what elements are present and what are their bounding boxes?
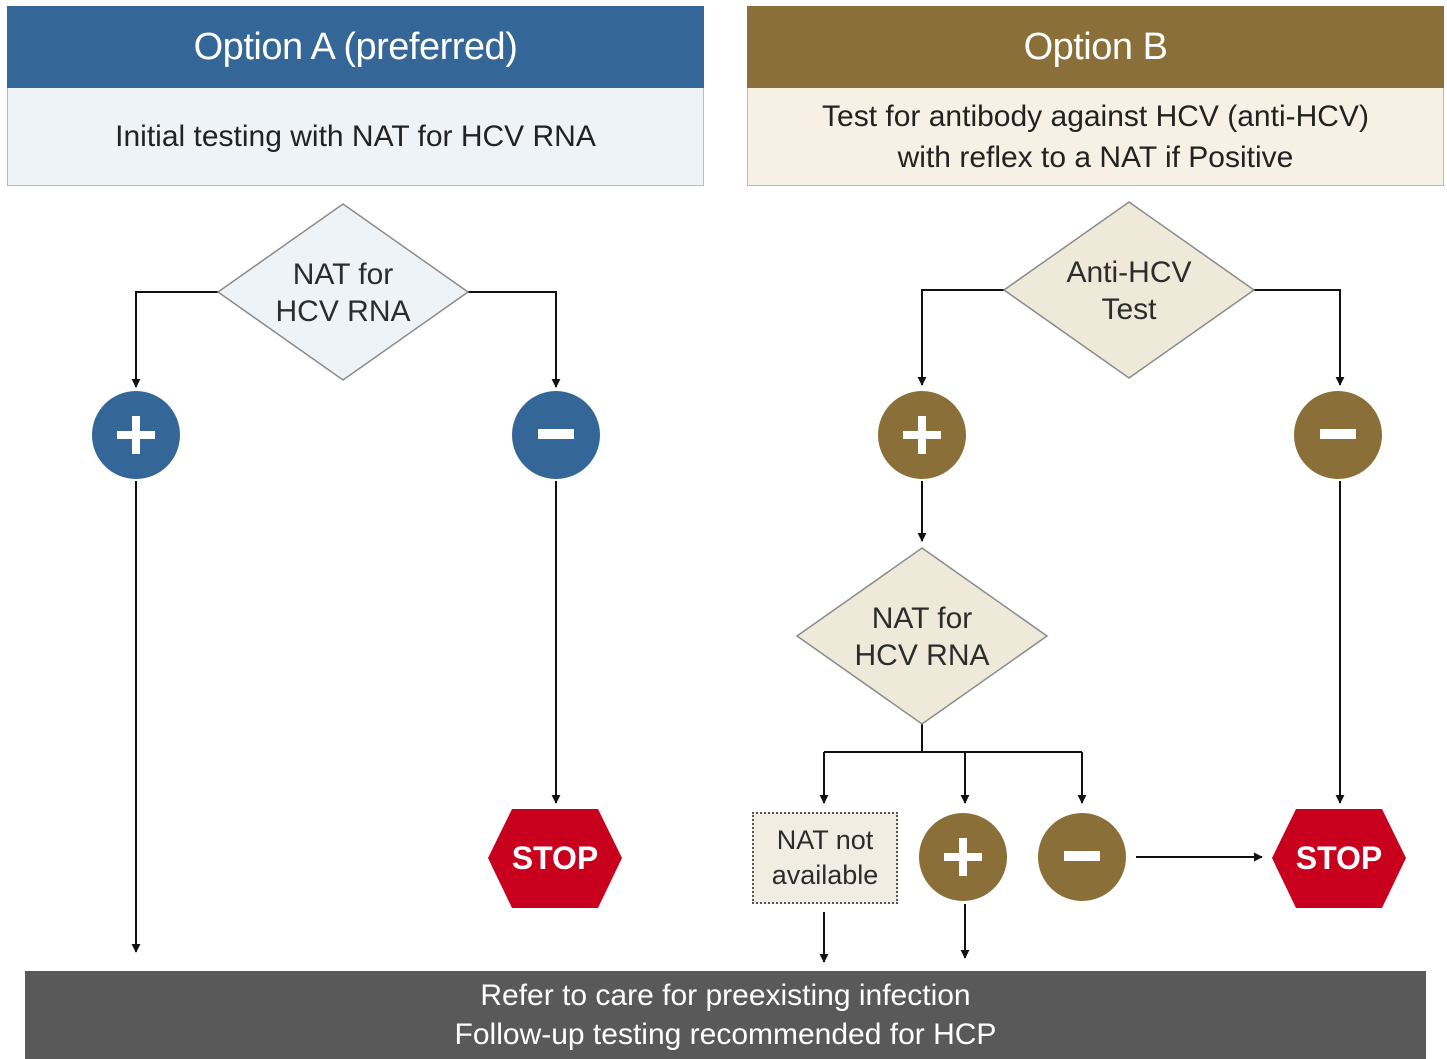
decision-a-line-1: NAT for [292,258,394,291]
option-b-description-line-1: Test for antibody against HCV (anti-HCV) [822,99,1369,133]
option-b-description-line-2: with reflex to a NAT if Positive [897,140,1294,174]
minus-icon [1038,813,1126,901]
arrow-a-to-positive [131,291,218,388]
decision-anti-hcv-test [1002,201,1256,379]
option-b-description-box: Test for antibody against HCV (anti-HCV)… [747,88,1444,186]
decision-b1-line-2: Test [1101,293,1157,326]
footer-line-1: Refer to care for preexisting infection [480,979,971,1012]
decision-b1-line-1: Anti-HCV [1066,256,1192,289]
plus-icon [92,391,180,479]
decision-b2-label: NAT for HCV RNA [817,594,1027,680]
stop-label-b: STOP [1295,840,1383,876]
decision-a-line-2: HCV RNA [275,295,411,328]
nat-not-available-line-2: available [771,860,879,890]
option-a-description-box: Initial testing with NAT for HCV RNA [7,88,704,186]
stop-label-a: STOP [511,840,599,876]
outcome-footer: Refer to care for preexisting infection … [25,971,1426,1059]
stop-sign-icon [488,809,622,908]
option-a-title: Option A (preferred) [193,25,518,68]
minus-icon [1294,391,1382,479]
nat-not-available-line-1: NAT not [776,825,874,855]
decision-nat-hcv-rna-b [795,547,1049,725]
arrow-b-to-negative [1254,289,1345,386]
option-a-header: Option A (preferred) [7,6,704,88]
stop-sign-icon [1272,809,1406,908]
decision-a-label: NAT for HCV RNA [238,250,448,336]
footer-line-2: Follow-up testing recommended for HCP [454,1018,997,1051]
arrow-a-to-negative [468,291,561,388]
option-a-description: Initial testing with NAT for HCV RNA [115,120,596,153]
option-b-header: Option B [747,6,1444,88]
nat-not-available-box: NAT not available [752,812,898,904]
plus-icon [878,391,966,479]
decision-b2-line-1: NAT for [871,602,973,635]
decision-b2-line-2: HCV RNA [854,639,990,672]
decision-nat-hcv-rna-a [216,203,470,381]
minus-icon [512,391,600,479]
plus-icon [919,813,1007,901]
arrow-b-to-positive [917,289,1004,386]
option-b-title: Option B [1023,25,1168,68]
decision-b1-label: Anti-HCV Test [1024,248,1234,334]
connector-lines [131,289,1345,963]
